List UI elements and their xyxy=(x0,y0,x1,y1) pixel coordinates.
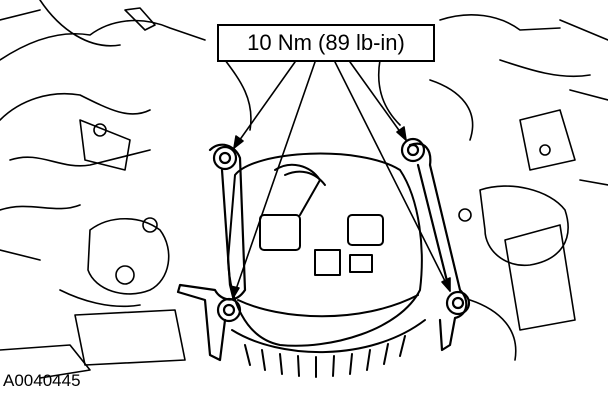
torque-callout: 10 Nm (89 lb-in) xyxy=(217,24,435,62)
alternator xyxy=(227,152,426,378)
bolt-heads xyxy=(212,137,471,323)
bolt-upper-left xyxy=(212,145,238,171)
mounting-bracket xyxy=(176,142,468,362)
leader-arrows xyxy=(229,61,451,299)
bolt-lower-left xyxy=(216,297,242,323)
engine-background xyxy=(0,0,608,379)
torque-callout-label: 10 Nm (89 lb-in) xyxy=(247,30,405,55)
figure-id: A0040445 xyxy=(3,371,81,390)
bolt-upper-right xyxy=(400,137,426,163)
bolt-lower-right xyxy=(445,290,471,316)
